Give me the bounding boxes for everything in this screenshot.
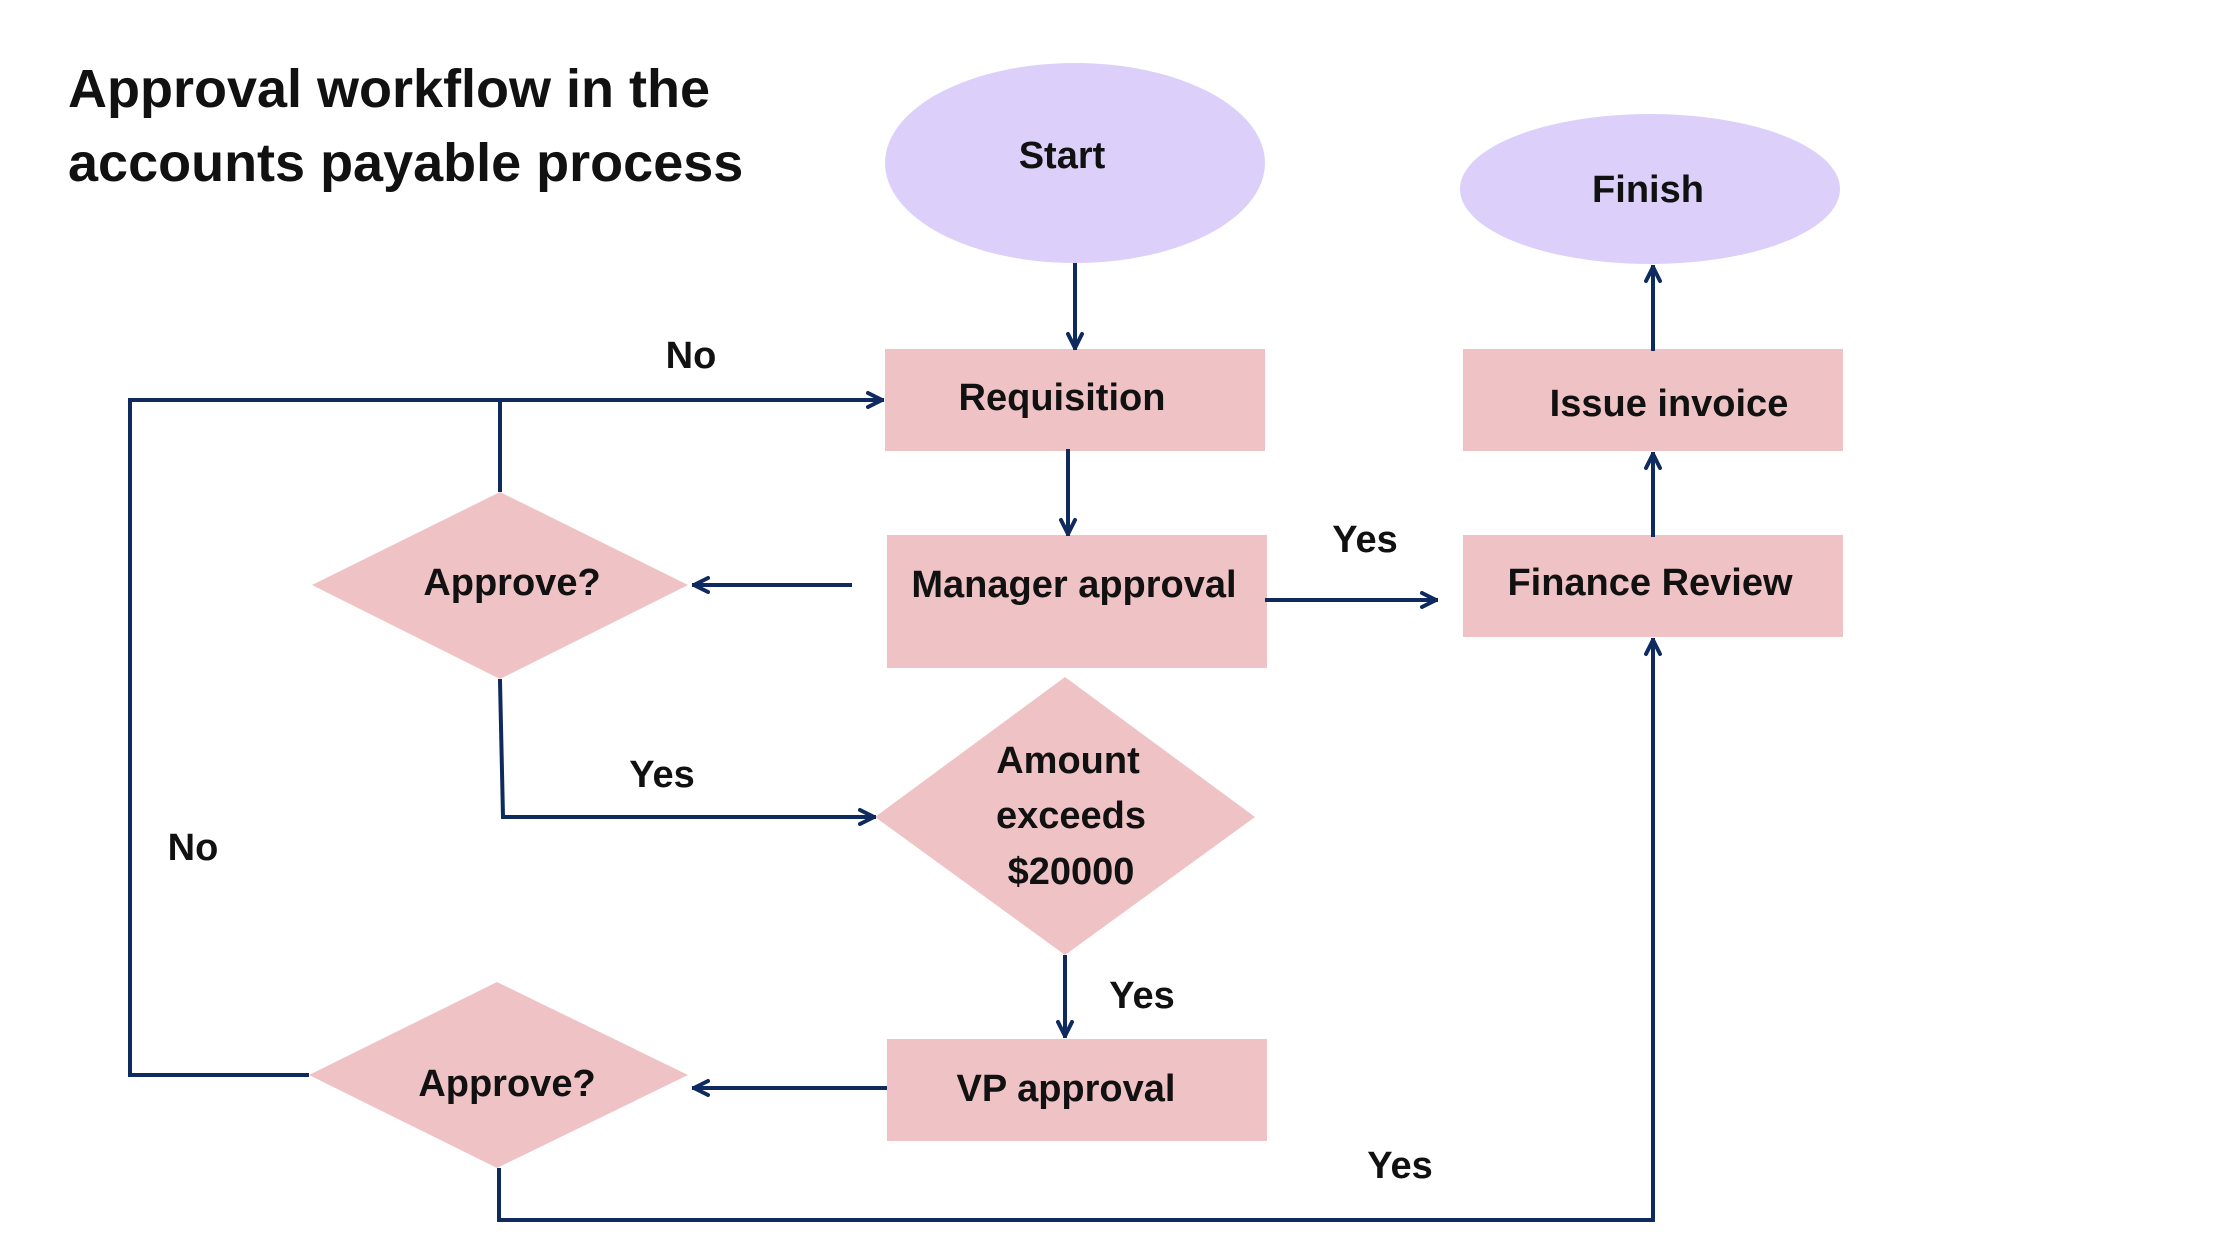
edge-label-yes-approve1-amount: Yes	[629, 754, 695, 796]
edge-label-no-left: No	[168, 827, 219, 869]
edge-label-yes-approve2-finance: Yes	[1367, 1145, 1433, 1187]
edge-approve2-yes-to-finance	[497, 638, 1662, 1222]
amount-label-line1: Amount	[996, 740, 1140, 782]
finance-review-label: Finance Review	[1507, 562, 1793, 604]
vp-approval-node	[887, 1039, 1267, 1141]
manager-approval-label: Manager approval	[911, 564, 1236, 606]
vp-approval-label: VP approval	[957, 1068, 1176, 1110]
edge-approve1-yes-to-amount	[497, 678, 876, 826]
issue-invoice-node	[1463, 349, 1843, 451]
diagram-title: Approval workflow in the accounts payabl…	[68, 59, 744, 193]
requisition-label: Requisition	[959, 377, 1166, 419]
approve-2-label: Approve?	[418, 1063, 595, 1105]
edge-label-no-top: No	[666, 335, 717, 377]
finish-node	[1460, 114, 1840, 264]
edge-label-yes-manager-finance: Yes	[1332, 519, 1398, 561]
finance-review-node	[1463, 535, 1843, 637]
requisition-node	[885, 349, 1265, 451]
amount-exceeds-decision	[875, 677, 1255, 955]
manager-approval-node	[887, 535, 1267, 668]
issue-invoice-label: Issue invoice	[1550, 383, 1789, 425]
finish-label: Finish	[1592, 169, 1704, 211]
start-node	[885, 63, 1265, 263]
amount-label-line3: $20000	[1008, 851, 1135, 893]
amount-label-line2: exceeds	[996, 795, 1146, 837]
approve-1-label: Approve?	[423, 562, 600, 604]
start-label: Start	[1019, 135, 1106, 177]
approve-decision-1	[312, 492, 688, 679]
edge-label-yes-amount-vp: Yes	[1109, 975, 1175, 1017]
approve-decision-2	[309, 982, 688, 1168]
